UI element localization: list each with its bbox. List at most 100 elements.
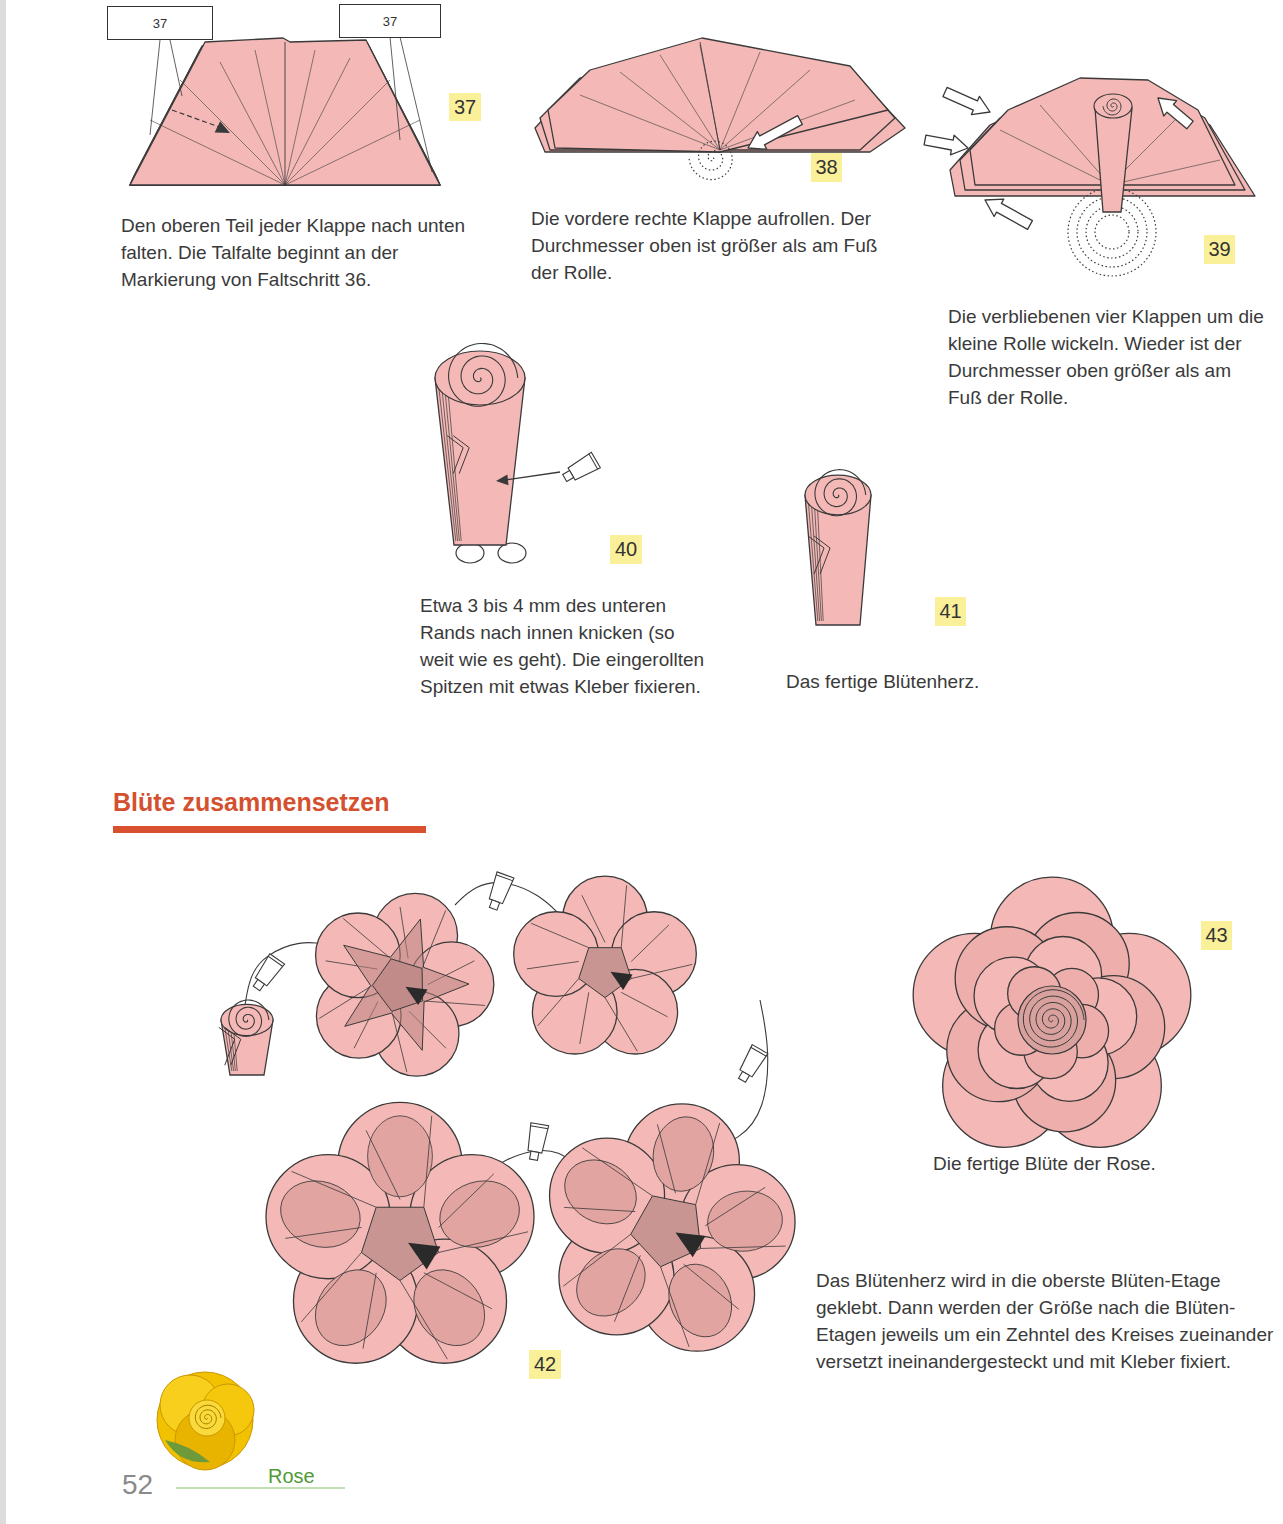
leader-line bbox=[170, 40, 182, 96]
spiral bbox=[195, 1405, 221, 1428]
leader-line bbox=[400, 37, 432, 172]
step-number: 38 bbox=[811, 153, 842, 182]
glue-tube-end bbox=[530, 1126, 548, 1129]
caption: Etwa 3 bis 4 mm des unteren Rands nach i… bbox=[420, 592, 712, 700]
crease-line bbox=[684, 1264, 739, 1309]
center bbox=[631, 1196, 701, 1267]
crease-line bbox=[605, 998, 637, 1052]
callout-number: 41 bbox=[939, 600, 961, 623]
photo-leaf bbox=[165, 1440, 210, 1462]
chevron-mark bbox=[219, 1027, 235, 1065]
roll-top bbox=[1094, 94, 1132, 118]
crease-line bbox=[400, 1281, 447, 1360]
crease-line bbox=[582, 895, 605, 942]
crease-line bbox=[285, 50, 315, 185]
crease-line bbox=[527, 961, 579, 968]
petal-shade bbox=[657, 1254, 743, 1347]
arrow-head bbox=[676, 1233, 706, 1258]
glue-tube bbox=[249, 954, 284, 994]
callout-number: 42 bbox=[534, 1353, 556, 1376]
caption: Die verbliebenen vier Klappen um die kle… bbox=[948, 303, 1270, 411]
crease-line bbox=[701, 1246, 786, 1248]
crease-line bbox=[424, 1273, 492, 1309]
crease-line bbox=[424, 1116, 432, 1207]
crease-line bbox=[614, 1255, 640, 1321]
roll-layer bbox=[438, 380, 456, 541]
crease-line bbox=[292, 1171, 377, 1207]
crease-line bbox=[531, 923, 589, 947]
crease-line bbox=[363, 1273, 376, 1349]
move-arrow bbox=[1158, 98, 1193, 129]
flower-layer bbox=[316, 893, 494, 1076]
crease-line bbox=[720, 100, 855, 150]
callout-number: 39 bbox=[1208, 238, 1230, 261]
crease-line bbox=[700, 42, 720, 150]
photo-petal bbox=[189, 1400, 225, 1436]
chevron-mark bbox=[808, 536, 824, 574]
glue-tube-end bbox=[751, 1047, 767, 1056]
arrow-head bbox=[496, 474, 508, 485]
glue-tube-end bbox=[589, 454, 598, 470]
move-arrow bbox=[943, 87, 990, 114]
crease-line bbox=[582, 1148, 652, 1196]
step-number: 41 bbox=[935, 597, 966, 626]
step-number: 42 bbox=[529, 1350, 561, 1379]
spiral bbox=[689, 141, 732, 179]
hand-tip bbox=[456, 543, 484, 563]
glue-tube bbox=[485, 872, 514, 912]
step-number: 39 bbox=[1204, 235, 1235, 264]
petal-shade bbox=[301, 1256, 401, 1360]
crease-line bbox=[285, 120, 420, 185]
crease-line bbox=[255, 50, 285, 185]
petal-shade bbox=[368, 1116, 433, 1197]
crease-line bbox=[631, 964, 692, 978]
callout-number: 38 bbox=[815, 156, 837, 179]
crease-line bbox=[631, 925, 669, 962]
glue-arrow bbox=[505, 472, 560, 480]
arrow-head bbox=[611, 972, 633, 990]
footer-title: Rose bbox=[268, 1462, 358, 1490]
glue-tube-body bbox=[526, 1123, 549, 1154]
caption: Die fertige Blüte der Rose. bbox=[933, 1150, 1233, 1177]
arrow-head bbox=[408, 1243, 440, 1270]
crease-line bbox=[563, 1234, 630, 1286]
reference-box: 37 bbox=[339, 4, 441, 38]
move-arrow bbox=[924, 135, 968, 155]
step-40-figure bbox=[435, 343, 600, 563]
center bbox=[372, 959, 422, 1011]
spiral bbox=[449, 343, 518, 406]
crease-line bbox=[657, 1124, 675, 1193]
crease-line bbox=[621, 885, 626, 947]
step-41-figure bbox=[805, 470, 871, 625]
roll-body bbox=[1095, 108, 1132, 212]
dotted-ring bbox=[1095, 215, 1129, 249]
crease-line bbox=[621, 992, 667, 1017]
spiral bbox=[1023, 990, 1084, 1047]
caption: Das fertige Blütenherz. bbox=[786, 668, 1036, 695]
roll-layer bbox=[447, 380, 461, 541]
glue-tube-cap bbox=[739, 1071, 750, 1082]
step-39-figure bbox=[924, 78, 1255, 276]
glue-tube-cap bbox=[530, 1151, 539, 1160]
crease-line bbox=[564, 1207, 635, 1211]
crease-line bbox=[423, 1001, 485, 1006]
crease-line bbox=[1000, 130, 1110, 185]
rolled-heart bbox=[805, 470, 871, 625]
page-number: 52 bbox=[122, 1465, 192, 1505]
step-number: 40 bbox=[610, 535, 642, 564]
spiral bbox=[815, 470, 866, 516]
flower-layer bbox=[514, 876, 697, 1054]
crease-line bbox=[285, 80, 390, 185]
glue-tube-cap bbox=[253, 980, 264, 991]
glue-tube bbox=[560, 452, 600, 486]
hand-tip bbox=[498, 543, 526, 563]
crease-line bbox=[301, 1253, 361, 1322]
petal-shade bbox=[399, 1256, 499, 1360]
arrow-head bbox=[406, 987, 428, 1005]
center bbox=[579, 948, 631, 998]
crease-line bbox=[705, 1187, 765, 1225]
crease-line bbox=[285, 58, 350, 185]
footer-rule bbox=[176, 1488, 345, 1489]
small-roll bbox=[1094, 94, 1132, 212]
